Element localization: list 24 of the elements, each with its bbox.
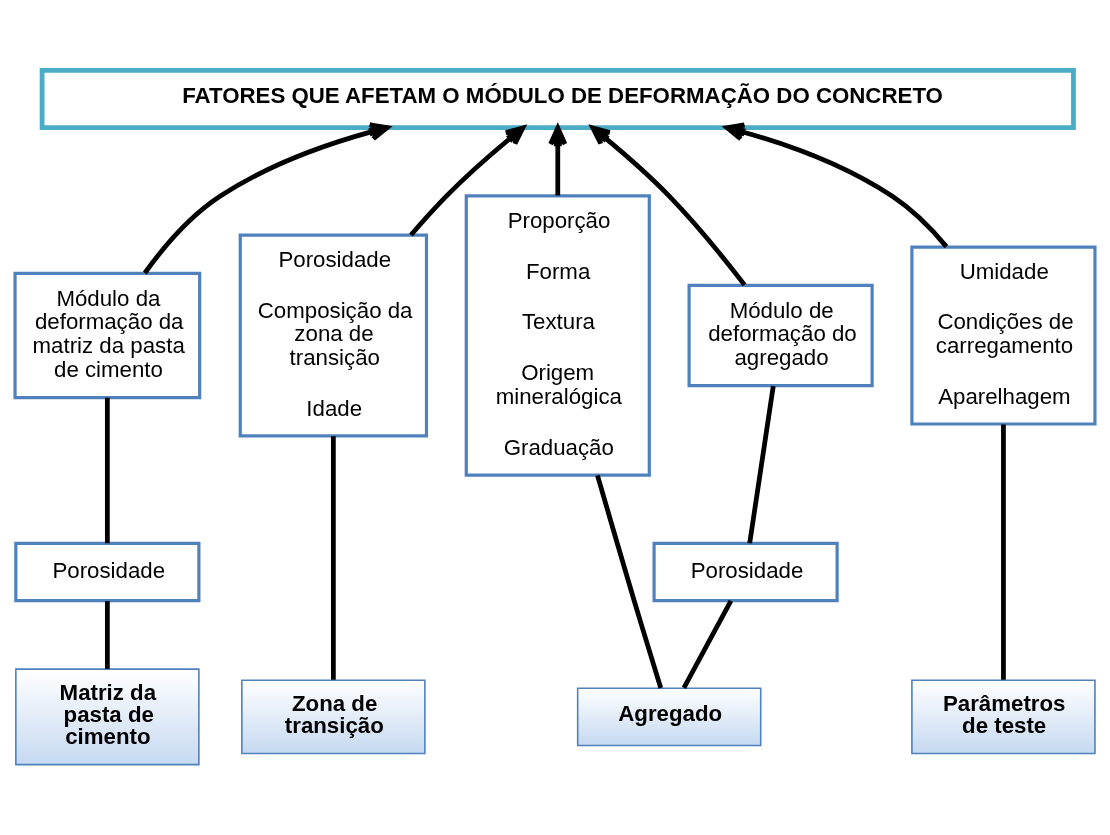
arrow — [724, 122, 949, 249]
node-box: Porosidade — [652, 541, 839, 603]
arrow — [590, 125, 747, 287]
arrow — [142, 122, 390, 275]
node-box: Agregado — [576, 687, 762, 747]
node-box: Parâmetros de teste — [911, 679, 1096, 755]
arrow — [548, 125, 568, 196]
node-box: Matriz da pasta de cimento — [15, 668, 200, 766]
connector — [104, 601, 110, 669]
node-box: Módulo de deformação do agregado — [687, 283, 874, 388]
node-box: Porosidade Composição da zona de transição Idade — [238, 233, 429, 438]
node-box: Zona de transição — [241, 679, 426, 755]
node-box: Módulo da deformação da matriz da pasta de cimento — [13, 271, 202, 400]
arrow — [409, 125, 526, 237]
node-box: Porosidade — [14, 541, 201, 603]
connector — [747, 385, 776, 544]
connector — [331, 436, 336, 680]
connector — [595, 474, 664, 689]
node-box: Umidade Condições de carregamento Aparelhagem — [910, 245, 1097, 426]
connector — [1001, 424, 1006, 680]
connector — [681, 599, 733, 690]
node-box: Proporção Forma Textura Origem mineralógica Graduação — [464, 194, 651, 477]
node-box: FATORES QUE AFETAM O MÓDULO DE DEFORMAÇÃO DO CONCRETO — [39, 68, 1076, 131]
connector — [104, 397, 110, 544]
